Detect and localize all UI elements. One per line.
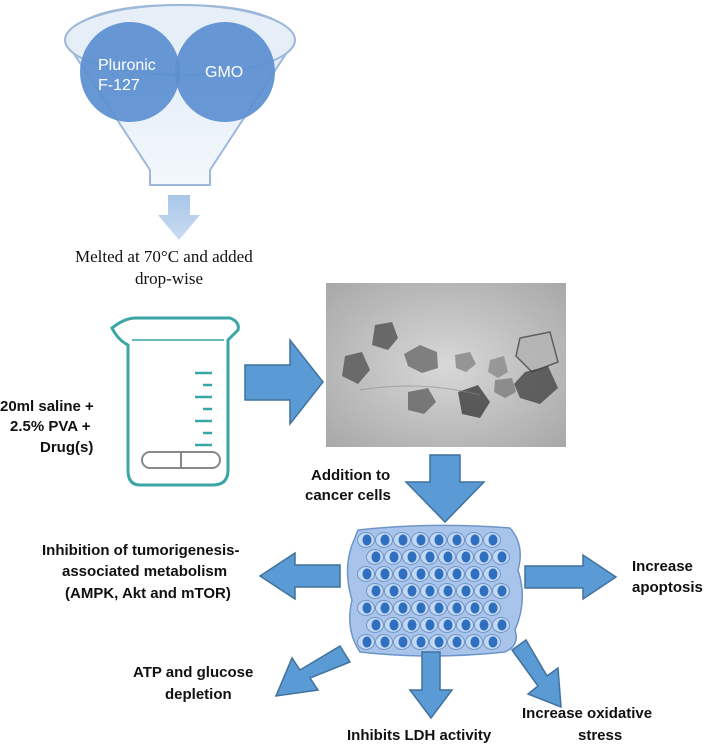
arrow-to-oxidative — [510, 638, 562, 709]
cell-nucleus — [380, 602, 390, 614]
cell-nucleus — [416, 636, 426, 648]
cell-nucleus — [461, 619, 471, 631]
image-to-cells-arrow — [404, 454, 486, 524]
cell-nucleus — [434, 534, 444, 546]
cell-nucleus — [443, 551, 453, 563]
arrow-to-atp — [274, 644, 352, 697]
cancer-cell-cluster — [346, 524, 524, 657]
funnel: Pluronic F-127 GMO — [63, 3, 297, 186]
beaker-graduations — [195, 371, 212, 447]
cell-nucleus — [470, 636, 480, 648]
cell-nucleus — [488, 534, 498, 546]
cell-nucleus — [380, 568, 390, 580]
cell-nucleus — [362, 636, 372, 648]
beaker-outline — [110, 316, 240, 487]
cell-nucleus — [479, 619, 489, 631]
cell-nucleus — [371, 619, 381, 631]
arrow-to-apoptosis — [524, 553, 618, 601]
oxidative-label-line1: Increase oxidative — [522, 705, 652, 722]
cell-nucleus — [416, 568, 426, 580]
cell-nucleus — [398, 568, 408, 580]
melt-arrow — [158, 195, 200, 240]
gmo-circle — [175, 22, 275, 122]
cell-nucleus — [407, 585, 417, 597]
cell-nucleus — [479, 551, 489, 563]
cell-nucleus — [488, 602, 498, 614]
atp-label-line2: depletion — [165, 686, 232, 703]
cell-nucleus — [452, 534, 462, 546]
inhibition-label-line3: (AMPK, Akt and mTOR) — [65, 585, 231, 602]
cell-nucleus — [389, 619, 399, 631]
cell-nucleus — [407, 551, 417, 563]
cell-nucleus — [434, 602, 444, 614]
cell-nucleus — [461, 585, 471, 597]
melt-label-line1: Melted at 70°C and added — [75, 247, 253, 266]
cell-nucleus — [479, 585, 489, 597]
cell-nucleus — [389, 585, 399, 597]
cell-nucleus — [371, 551, 381, 563]
cell-nuclei — [357, 532, 510, 650]
cell-nucleus — [425, 551, 435, 563]
apoptosis-label-line2: apoptosis — [632, 579, 703, 596]
inhibition-label-line2: associated metabolism — [62, 563, 227, 580]
atp-label-line1: ATP and glucose — [133, 664, 253, 681]
beaker-contents-line3: Drug(s) — [40, 439, 93, 456]
cell-nucleus — [452, 568, 462, 580]
cell-nucleus — [416, 602, 426, 614]
cell-nucleus — [497, 551, 507, 563]
cell-nucleus — [416, 534, 426, 546]
cell-nucleus — [488, 636, 498, 648]
cell-nucleus — [488, 568, 498, 580]
apoptosis-label-line1: Increase — [632, 558, 693, 575]
pluronic-circle — [80, 22, 180, 122]
cell-nucleus — [398, 636, 408, 648]
cell-nucleus — [434, 568, 444, 580]
cell-nucleus — [470, 602, 480, 614]
addition-label-line2: cancer cells — [305, 487, 391, 504]
cell-nucleus — [389, 551, 399, 563]
cell-nucleus — [362, 534, 372, 546]
cell-nucleus — [452, 602, 462, 614]
melt-label-line2: drop-wise — [135, 269, 203, 288]
beaker-contents-line1: 20ml saline + — [0, 398, 94, 415]
ldh-label: Inhibits LDH activity — [347, 727, 492, 744]
cell-nucleus — [443, 619, 453, 631]
gmo-label: GMO — [205, 64, 243, 81]
cell-nucleus — [380, 636, 390, 648]
cell-nucleus — [425, 619, 435, 631]
cell-nucleus — [497, 585, 507, 597]
arrow-to-inhibition — [258, 551, 341, 601]
cell-nucleus — [452, 636, 462, 648]
arrow-to-ldh — [408, 651, 454, 720]
cell-nucleus — [443, 585, 453, 597]
addition-label-line1: Addition to — [311, 467, 390, 484]
cell-nucleus — [470, 534, 480, 546]
cell-nucleus — [407, 619, 417, 631]
beaker-contents-line2: 2.5% PVA + — [10, 418, 91, 435]
beaker-to-image-arrow — [244, 337, 324, 427]
cell-nucleus — [470, 568, 480, 580]
cell-nucleus — [425, 585, 435, 597]
cell-nucleus — [371, 585, 381, 597]
beaker — [110, 316, 240, 487]
cell-nucleus — [398, 534, 408, 546]
cell-nucleus — [461, 551, 471, 563]
pluronic-label-line2: F-127 — [98, 77, 140, 94]
pluronic-label-line1: Pluronic — [98, 57, 156, 74]
cell-nucleus — [398, 602, 408, 614]
cell-nucleus — [380, 534, 390, 546]
cell-nucleus — [497, 619, 507, 631]
oxidative-label-line2: stress — [578, 727, 622, 744]
cell-nucleus — [434, 636, 444, 648]
cell-nucleus — [362, 602, 372, 614]
cell-nucleus — [362, 568, 372, 580]
inhibition-label-line1: Inhibition of tumorigenesis- — [42, 542, 240, 559]
tem-micrograph — [326, 283, 566, 447]
